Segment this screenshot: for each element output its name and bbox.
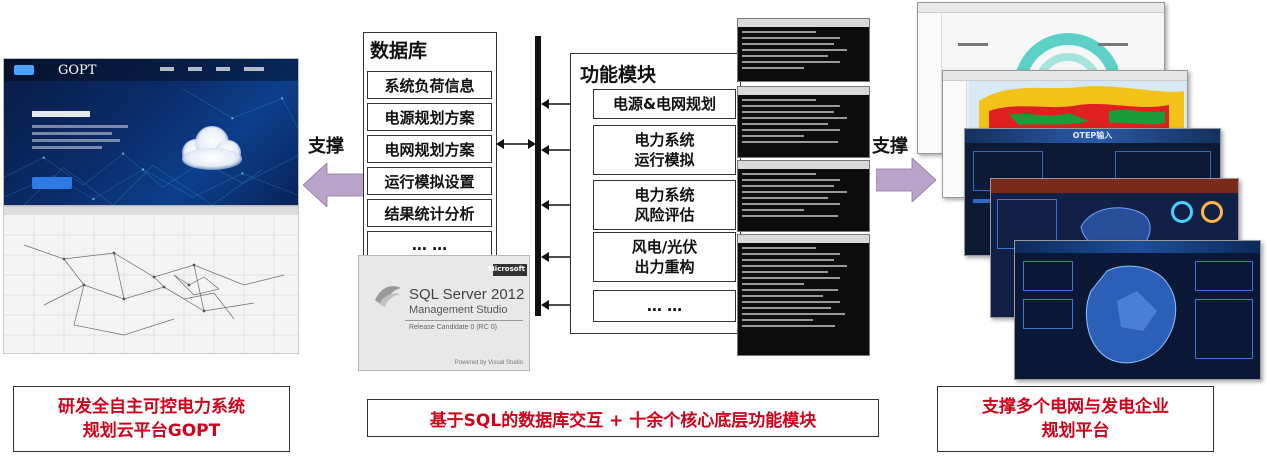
module-ellipsis: … … bbox=[593, 290, 736, 322]
sql-powered-by: Powered by Visual Studio bbox=[454, 360, 523, 366]
gopt-hero-heading bbox=[32, 111, 90, 117]
db-bus-double-arrow bbox=[496, 139, 536, 149]
right-support-arrow bbox=[876, 158, 936, 202]
sql-vendor: Microsoft bbox=[487, 265, 525, 273]
gopt-platform-screenshot: GOPT bbox=[3, 58, 299, 206]
gopt-nav-link[interactable] bbox=[216, 67, 230, 71]
module-output-rebuild: 风电/光伏 出力重构 bbox=[593, 232, 736, 282]
module-operation-sim: 电力系统 运行模拟 bbox=[593, 125, 736, 175]
grid-map-screenshot bbox=[3, 206, 299, 354]
cloud-icon bbox=[182, 126, 242, 170]
central-bus-bar bbox=[535, 36, 541, 316]
db-item-load-info: 系统负荷信息 bbox=[367, 71, 492, 99]
module-planning: 电源&电网规划 bbox=[593, 89, 736, 119]
gopt-nav-links bbox=[160, 67, 299, 71]
function-module-title: 功能模块 bbox=[580, 64, 657, 86]
planning-platform-screenshot-5 bbox=[1014, 240, 1261, 380]
sql-server-screenshot: Microsoft SQL Server 2012 Management Stu… bbox=[358, 255, 530, 371]
db-item-result-stats: 结果统计分析 bbox=[367, 199, 492, 227]
right-support-label: 支撑 bbox=[872, 136, 908, 157]
sql-product-subtitle: Management Studio bbox=[409, 304, 508, 316]
left-support-arrow bbox=[303, 163, 365, 207]
sql-server-logo-icon bbox=[375, 286, 401, 307]
caption-right: 支撑多个电网与发电企业 规划平台 bbox=[937, 386, 1214, 452]
gopt-nav-link[interactable] bbox=[244, 67, 264, 71]
gopt-navbar: GOPT bbox=[4, 59, 298, 81]
gopt-logo-text: GOPT bbox=[58, 63, 97, 78]
db-item-simulation-setup: 运行模拟设置 bbox=[367, 167, 492, 195]
caption-left: 研发全自主可控电力系统 规划云平台GOPT bbox=[13, 386, 290, 452]
console-window bbox=[737, 160, 870, 232]
microsoft-badge bbox=[493, 264, 527, 276]
db-item-generation-plan: 电源规划方案 bbox=[367, 103, 492, 131]
map-toolbar bbox=[4, 207, 298, 215]
console-window bbox=[737, 234, 870, 356]
otep-panel-title: OTEP输入 bbox=[1072, 131, 1113, 140]
gopt-nav-link[interactable] bbox=[298, 67, 299, 71]
left-support-label: 支撑 bbox=[308, 136, 344, 157]
gopt-logo-icon bbox=[14, 65, 34, 75]
sql-product-name: SQL Server 2012 bbox=[409, 286, 525, 303]
network-background-graphic bbox=[4, 88, 298, 205]
sql-divider bbox=[405, 320, 523, 321]
gopt-hero-button[interactable] bbox=[32, 177, 72, 189]
gopt-nav-link[interactable] bbox=[188, 67, 202, 71]
db-item-grid-plan: 电网规划方案 bbox=[367, 135, 492, 163]
sql-release-note: Release Candidate 0 (RC 0) bbox=[409, 324, 497, 331]
console-window bbox=[737, 18, 870, 82]
database-title: 数据库 bbox=[370, 40, 428, 62]
grid-network-map-graphic bbox=[4, 215, 298, 353]
gopt-nav-link[interactable] bbox=[160, 67, 174, 71]
gopt-hero-text-lines bbox=[32, 125, 128, 153]
module-risk-assess: 电力系统 风险评估 bbox=[593, 180, 736, 230]
caption-middle: 基于SQL的数据库交互 + 十余个核心底层功能模块 bbox=[367, 399, 879, 437]
console-window bbox=[737, 86, 870, 158]
